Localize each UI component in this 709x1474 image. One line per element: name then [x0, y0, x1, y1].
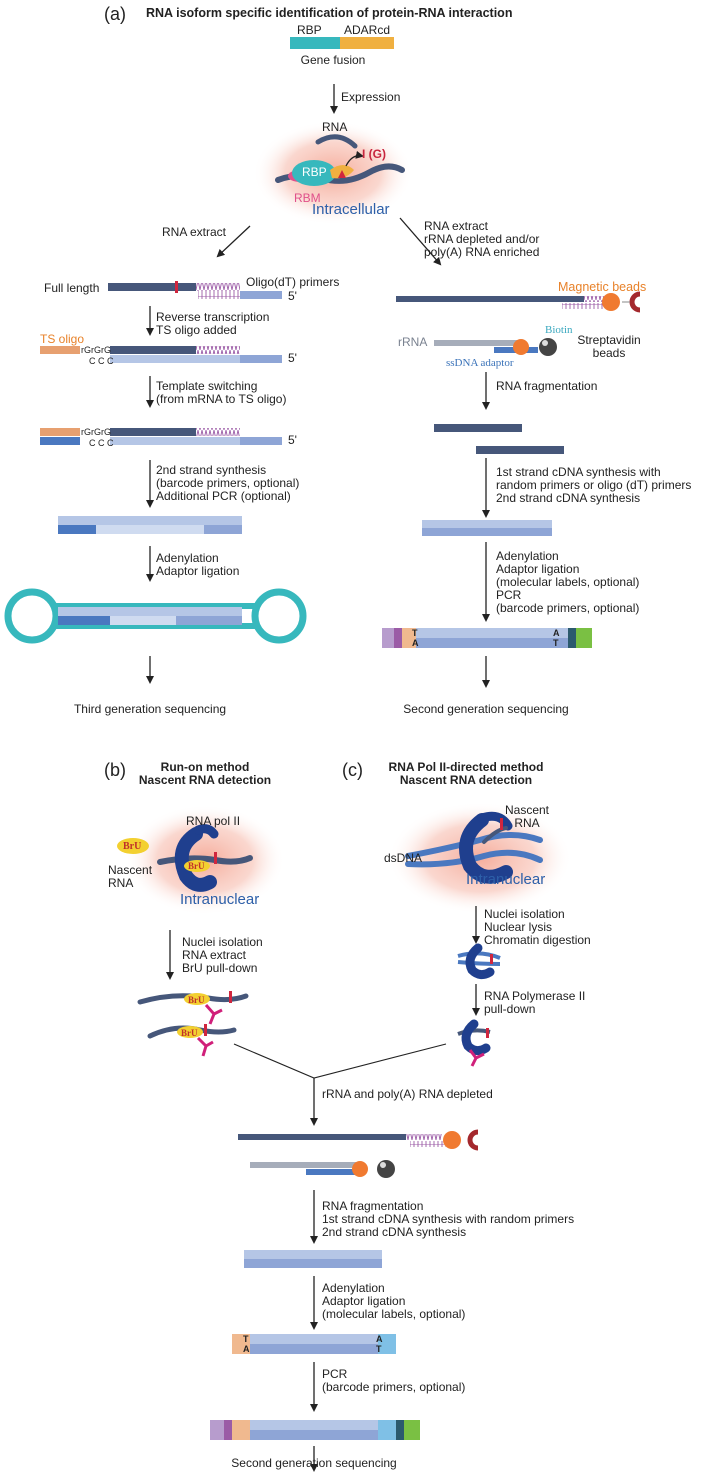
- rt-step-label: Reverse transcription TS oligo added: [156, 310, 270, 337]
- pol2-pulldown-label: RNA Polymerase II pull-down: [484, 989, 586, 1016]
- cell-edit-label: I (G): [362, 147, 386, 161]
- magnetic-bead-capture: [396, 291, 641, 313]
- arrow-extract-right: [399, 217, 442, 266]
- pol2-steps: Nuclei isolation Nuclear lysis Chromatin…: [484, 907, 591, 947]
- template-switch-label: Template switching (from mRNA to TS olig…: [156, 379, 287, 406]
- bottom-pcr-label: PCR (barcode primers, optional): [322, 1367, 466, 1394]
- double-strand-left: [58, 516, 242, 534]
- cell-rbp-label: RBP: [302, 165, 327, 179]
- cell-location-label: Intracellular: [312, 201, 390, 218]
- full-length-rna: [108, 281, 282, 299]
- right-base-a: A: [412, 638, 419, 648]
- rgrgrg-2: rGrGrG: [81, 427, 111, 437]
- second-strand-label: 2nd strand synthesis (barcode primers, o…: [156, 463, 300, 503]
- rrna-label: rRNA: [398, 335, 428, 349]
- rna-fragments: [434, 424, 564, 454]
- oligo-dt-label: Oligo(dT) primers: [246, 275, 340, 289]
- dsdna-label: dsDNA: [384, 851, 423, 865]
- panel-a-label: (a): [104, 4, 126, 24]
- cdna-right-label: 1st strand cDNA synthesis with random pr…: [496, 465, 692, 505]
- adenylation-left-label: Adenylation Adaptor ligation: [156, 551, 240, 578]
- arrow-extract-left: [216, 225, 251, 258]
- bottom-base-t: T: [243, 1334, 249, 1344]
- bottom-magnetic-capture: [238, 1129, 479, 1151]
- panel-c-title: RNA Pol II-directed method Nascent RNA d…: [388, 760, 544, 787]
- bru-pulldown: [137, 991, 249, 1057]
- five-prime-2: 5': [288, 351, 297, 365]
- third-gen-sequencing: Third generation sequencing: [73, 702, 227, 716]
- pol2-complex: [405, 811, 543, 884]
- five-prime-3: 5': [288, 433, 297, 447]
- bottom-ligation-label: Adenylation Adaptor ligation (molecular …: [322, 1281, 466, 1321]
- bottom-fragmentation-label: RNA fragmentation 1st strand cDNA synthe…: [322, 1199, 575, 1239]
- rbp-complex: [275, 134, 405, 186]
- bottom-adaptor-ligated: [232, 1334, 396, 1354]
- bottom-streptavidin-capture: [250, 1160, 395, 1178]
- cdna-double-right: [422, 520, 552, 536]
- ccc-2: C C C: [89, 438, 114, 448]
- depleted-label: rRNA and poly(A) RNA depleted: [322, 1087, 493, 1101]
- intranuclear-label-b: Intranuclear: [180, 891, 260, 908]
- second-gen-sequencing-bottom: Second generation sequencing: [231, 1456, 397, 1470]
- five-prime-1: 5': [288, 289, 297, 303]
- run-on-steps: Nuclei isolation RNA extract BrU pull-do…: [182, 935, 263, 975]
- adarcd-label: ADARcd: [344, 23, 391, 37]
- bottom-base-a2: A: [376, 1334, 383, 1344]
- gene-fusion: [290, 37, 394, 49]
- bottom-final-library: [210, 1420, 420, 1440]
- ts-oligo-step: [40, 346, 282, 363]
- nascent-label-c: Nascent RNA: [504, 803, 550, 830]
- template-switch-product: [40, 428, 282, 445]
- run-on-complex: [117, 824, 253, 892]
- cell-rbm-label: RBM: [294, 191, 321, 205]
- streptavidin-capture: [434, 338, 557, 356]
- fragmentation-right-label: RNA fragmentation: [496, 379, 598, 393]
- magnetic-beads-label: Magnetic beads: [558, 280, 647, 294]
- rgrgrg-1: rGrGrG: [81, 345, 111, 355]
- ts-oligo-label: TS oligo: [40, 332, 85, 346]
- dumbbell-adaptor: [4, 588, 307, 644]
- bru-label-2: BrU: [188, 861, 205, 871]
- panel-b-title: Run-on method Nascent RNA detection: [138, 760, 272, 787]
- bottom-base-a: A: [243, 1344, 250, 1354]
- ligation-right-label: Adenylation Adaptor ligation (molecular …: [496, 549, 640, 615]
- bru-label-4: BrU: [181, 1028, 198, 1038]
- pol2-label-b: RNA pol II: [186, 814, 241, 828]
- panel-c-label: (c): [342, 760, 363, 780]
- bru-label-1: BrU: [123, 841, 142, 852]
- full-length-label: Full length: [44, 281, 100, 295]
- bottom-cdna: [244, 1250, 382, 1268]
- gene-fusion-caption: Gene fusion: [300, 53, 366, 67]
- left-rna-extract: RNA extract: [162, 225, 227, 239]
- bru-label-3: BrU: [188, 995, 205, 1005]
- second-gen-sequencing-a: Second generation sequencing: [403, 702, 569, 716]
- panel-a-title: RNA isoform specific identification of p…: [146, 6, 513, 20]
- rbp-label: RBP: [297, 23, 322, 37]
- ssdna-label: ssDNA adaptor: [446, 357, 514, 369]
- nascent-label-b: Nascent RNA: [108, 863, 153, 890]
- intranuclear-label-c: Intranuclear: [466, 871, 546, 888]
- library-fragment-right: [382, 628, 592, 648]
- right-base-t2: T: [553, 638, 559, 648]
- expression-label: Expression: [341, 90, 401, 104]
- bottom-base-t2: T: [376, 1344, 382, 1354]
- cell-rna-label: RNA: [322, 120, 348, 134]
- right-base-t: T: [412, 628, 418, 638]
- ccc-1: C C C: [89, 356, 114, 366]
- chromatin-fragment: [457, 943, 501, 980]
- right-rna-extract: RNA extract rRNA depleted and/or poly(A)…: [424, 219, 540, 259]
- right-base-a2: A: [553, 628, 560, 638]
- streptavidin-label: Streptavidin beads: [577, 333, 641, 360]
- panel-b-label: (b): [104, 760, 126, 780]
- biotin-label: Biotin: [545, 324, 573, 336]
- pol2-pulldown-product: [457, 1019, 491, 1067]
- merge-lines: [233, 1043, 447, 1079]
